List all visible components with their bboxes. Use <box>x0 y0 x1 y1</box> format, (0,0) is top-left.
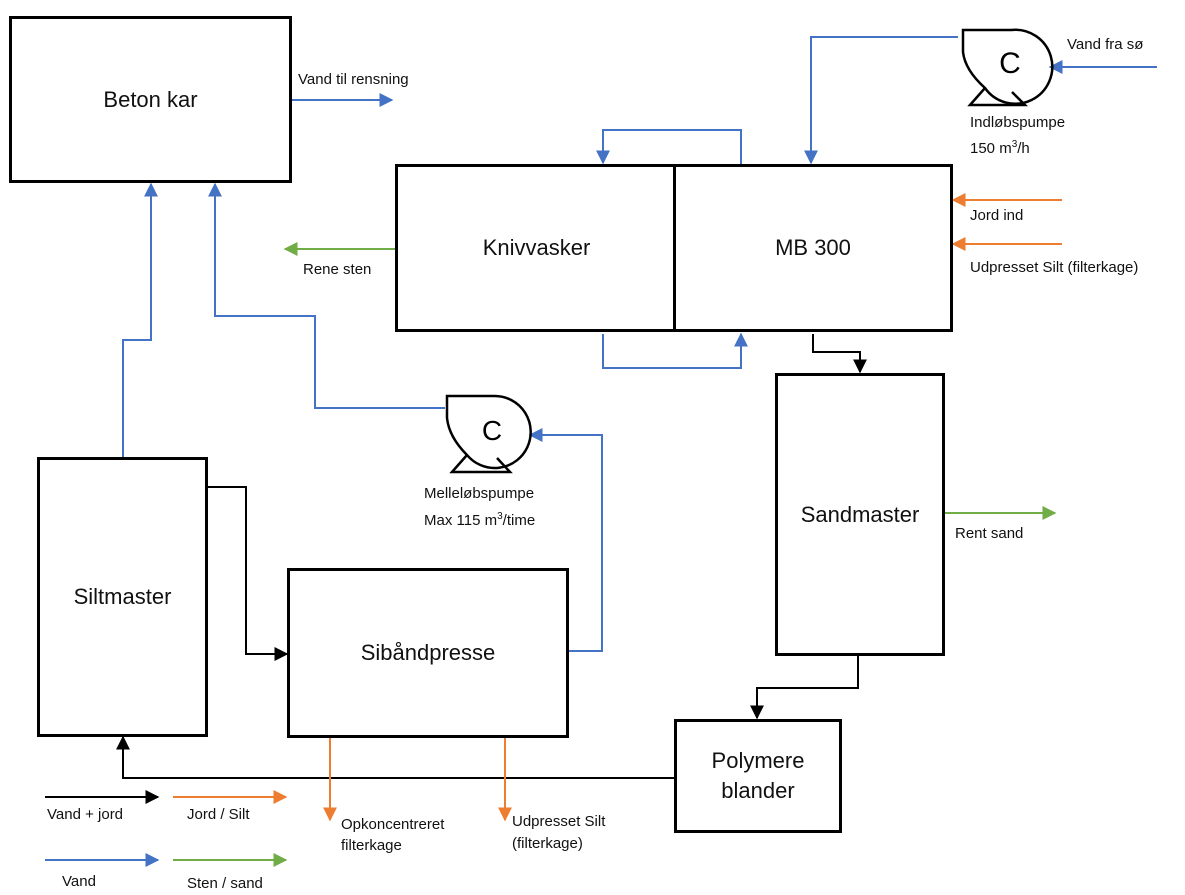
sandmaster-box: Sandmaster <box>775 373 945 656</box>
indlobspumpe-label: Indløbspumpe <box>970 114 1066 131</box>
udpresset-silt-in-label: Udpresset Silt (filterkage) <box>970 259 1139 276</box>
indlobspumpe-symbol: C <box>999 47 1021 80</box>
jord-ind-label: Jord ind <box>970 207 1024 224</box>
udpresset-silt-out-line2: (filterkage) <box>512 835 583 852</box>
mellelobspumpe-symbol: C <box>482 415 502 446</box>
vand-til-rensning-label: Vand til rensning <box>298 71 409 88</box>
polymere-blander-box: Polymere blander <box>674 719 842 833</box>
polymere-blander-label: Polymere blander <box>711 748 805 803</box>
beton-kar-label: Beton kar <box>103 86 198 112</box>
arrow-mb300-to-sandmaster <box>812 334 867 374</box>
rent-sand-label: Rent sand <box>955 525 1024 542</box>
arrow-siltmaster-to-sibaandpresse <box>207 486 289 661</box>
arrow-indlobspumpe-to-mb300 <box>804 36 958 165</box>
sibaandpresse-label: Sibåndpresse <box>360 640 496 665</box>
rene-sten-label: Rene sten <box>303 261 372 278</box>
legend-vand-jord-label: Vand + jord <box>47 806 124 823</box>
legend-sten-sand-label: Sten / sand <box>187 875 263 892</box>
indlobspumpe-icon: C <box>961 28 1054 107</box>
siltmaster-box: Siltmaster <box>37 457 208 737</box>
mellelobspumpe-label: Melleløbspumpe <box>424 485 535 502</box>
sandmaster-label: Sandmaster <box>800 501 920 527</box>
arrow-knivvasker-to-mb300-bottom <box>602 332 748 369</box>
beton-kar-box: Beton kar <box>9 16 292 183</box>
legend-jord-silt-label: Jord / Silt <box>187 806 250 823</box>
opkoncentreret-line1: Opkoncentreret <box>341 816 445 833</box>
siltmaster-label: Siltmaster <box>73 584 172 609</box>
arrow-mb300-to-knivvasker-top <box>596 129 742 165</box>
arrow-sibaandpresse-to-mellelobspumpe <box>528 428 603 652</box>
mellelobspumpe-icon: C <box>445 394 532 474</box>
arrow-mellelobspumpe-to-beton-kar <box>208 182 445 409</box>
opkoncentreret-line2: filterkage <box>341 837 402 854</box>
vand-fra-so-label: Vand fra sø <box>1067 36 1144 53</box>
mb300-box: MB 300 <box>673 164 953 332</box>
mb300-label: MB 300 <box>775 235 851 260</box>
knivvasker-label: Knivvasker <box>482 235 591 260</box>
udpresset-silt-out-line1: Udpresset Silt <box>512 813 606 830</box>
arrow-polymere-to-siltmaster <box>116 735 675 779</box>
knivvasker-box: Knivvasker <box>395 164 678 332</box>
sibaandpresse-box: Sibåndpresse <box>287 568 569 738</box>
indlobspumpe-rate: 150 m3/h <box>970 139 1030 157</box>
arrow-sandmaster-to-polymere <box>750 655 859 720</box>
arrow-siltmaster-to-beton-kar <box>122 182 158 458</box>
mellelobspumpe-rate: Max 115 m3/time <box>424 511 536 529</box>
legend-vand-label: Vand <box>62 873 96 890</box>
